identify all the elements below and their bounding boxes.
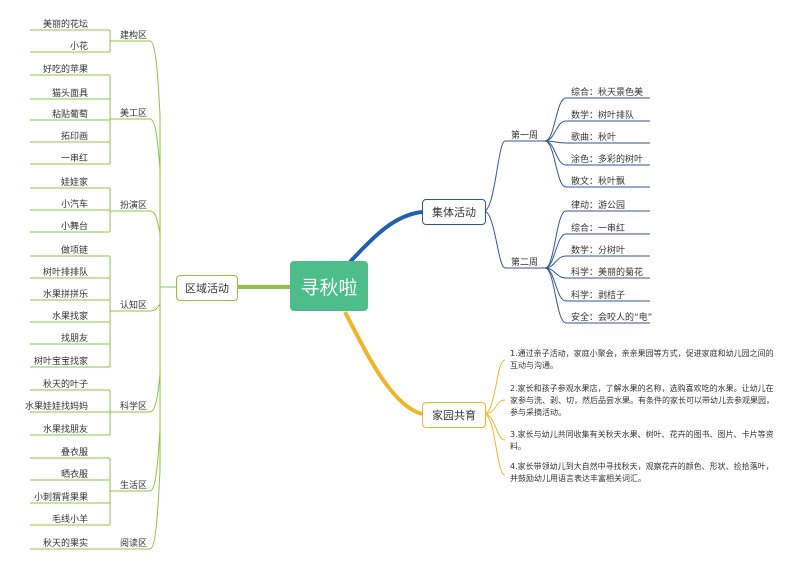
week-item-connector <box>544 255 650 269</box>
week-item-connector <box>544 140 650 188</box>
zone-item[interactable]: 晒衣服 <box>60 470 88 480</box>
note-connector <box>483 359 506 415</box>
week-item-connector <box>544 97 650 142</box>
zone-item[interactable]: 一串红 <box>60 154 88 164</box>
zone-item[interactable]: 小花 <box>69 42 88 52</box>
week-item[interactable]: 涂色：多彩的树叶 <box>571 155 644 165</box>
zone-label[interactable]: 建构区 <box>120 31 148 41</box>
zone-item[interactable]: 粘贴葡萄 <box>51 110 88 120</box>
zone-item[interactable]: 秋天的果实 <box>42 539 88 549</box>
week-item[interactable]: 科学：剥桔子 <box>571 291 626 301</box>
week-item-connector <box>544 267 650 279</box>
week-item[interactable]: 歌曲：秋叶 <box>571 133 617 143</box>
zone-item[interactable]: 叠衣服 <box>60 448 88 458</box>
zone-connector <box>118 287 161 550</box>
zone-label[interactable]: 生活区 <box>120 481 148 491</box>
zone-item[interactable]: 小刺猬背果果 <box>33 493 88 503</box>
home-note[interactable]: 4.家长带领幼儿到大自然中寻找秋天，观察花卉的颜色、形状、捡拾落叶，并鼓励幼儿用… <box>510 462 774 483</box>
node-group-activities[interactable]: 集体活动 <box>422 199 486 225</box>
zone-item[interactable]: 水果找朋友 <box>42 425 88 435</box>
week-item[interactable]: 散文：秋叶飘 <box>571 177 626 187</box>
week-item-connector <box>544 233 650 269</box>
zone-label[interactable]: 科学区 <box>120 402 148 412</box>
note-connector <box>483 413 506 476</box>
note-connector <box>483 399 506 415</box>
zone-connector <box>118 287 161 492</box>
week-item[interactable]: 数学：树叶排队 <box>571 111 635 121</box>
zone-item[interactable]: 水果找家 <box>51 312 88 322</box>
zone-item[interactable]: 拓印画 <box>60 132 88 142</box>
zone-label[interactable]: 认知区 <box>120 301 148 311</box>
zone-connector <box>118 40 161 287</box>
zone-item[interactable]: 树叶排排队 <box>42 268 88 278</box>
zone-item[interactable]: 水果拼拼乐 <box>42 290 88 300</box>
week-item-connector <box>544 140 650 144</box>
zone-label[interactable]: 美工区 <box>120 109 148 119</box>
week-item-connector <box>544 120 650 142</box>
zone-item[interactable]: 树叶宝宝找家 <box>33 357 88 367</box>
week-item[interactable]: 律动：游公园 <box>571 201 626 211</box>
zone-item[interactable]: 美丽的花坛 <box>42 20 88 30</box>
zone-item[interactable]: 秋天的叶子 <box>42 380 88 390</box>
zone-item[interactable]: 小舞台 <box>60 222 88 232</box>
zone-item[interactable]: 找朋友 <box>60 334 88 344</box>
week-item[interactable]: 科学：美丽的菊花 <box>571 268 644 278</box>
branch-group-main <box>348 210 423 264</box>
week-label[interactable]: 第一周 <box>511 131 539 141</box>
branch-home-main <box>343 311 423 416</box>
zone-connector <box>118 210 161 287</box>
week-item[interactable]: 综合：一串红 <box>571 224 626 234</box>
root-node[interactable]: 寻秋啦 <box>290 261 368 311</box>
zone-item[interactable]: 毛线小羊 <box>51 515 88 525</box>
zone-item[interactable]: 水果娃娃找妈妈 <box>24 402 88 412</box>
home-note[interactable]: 2.家长和孩子参观水果店，了解水果的名称，选购喜欢吃的水果。让幼儿在家参与洗、剥… <box>510 384 774 417</box>
week-item[interactable]: 综合：秋天景色美 <box>571 88 644 98</box>
home-note[interactable]: 3.家长与幼儿共同收集有关秋天水果、树叶、花卉的图书、图片、卡片等资料。 <box>510 430 774 451</box>
node-zone-activities[interactable]: 区域活动 <box>176 275 238 301</box>
week-connector <box>483 210 545 269</box>
zone-label[interactable]: 阅读区 <box>120 539 148 549</box>
zone-item[interactable]: 娃娃家 <box>60 178 88 188</box>
week-item[interactable]: 数学：分树叶 <box>571 246 626 256</box>
zone-item[interactable]: 好吃的苹果 <box>42 65 88 75</box>
week-connector <box>483 140 545 212</box>
zone-connector <box>118 118 161 287</box>
node-home-school[interactable]: 家园共育 <box>422 402 486 428</box>
zone-item[interactable]: 做项链 <box>60 246 88 256</box>
zone-label[interactable]: 扮演区 <box>120 201 148 211</box>
week-item[interactable]: 安全：会咬人的“电” <box>571 313 653 323</box>
week-item-connector <box>544 210 650 269</box>
zone-item[interactable]: 小汽车 <box>60 200 88 210</box>
zone-item[interactable]: 猫头面具 <box>51 89 88 99</box>
home-note[interactable]: 1.通过亲子活动，家庭小聚会，亲亲果园等方式，促进家庭和幼儿园之间的互动与沟通。 <box>510 349 774 370</box>
week-label[interactable]: 第二周 <box>511 258 539 268</box>
week-item-connector <box>544 267 650 324</box>
